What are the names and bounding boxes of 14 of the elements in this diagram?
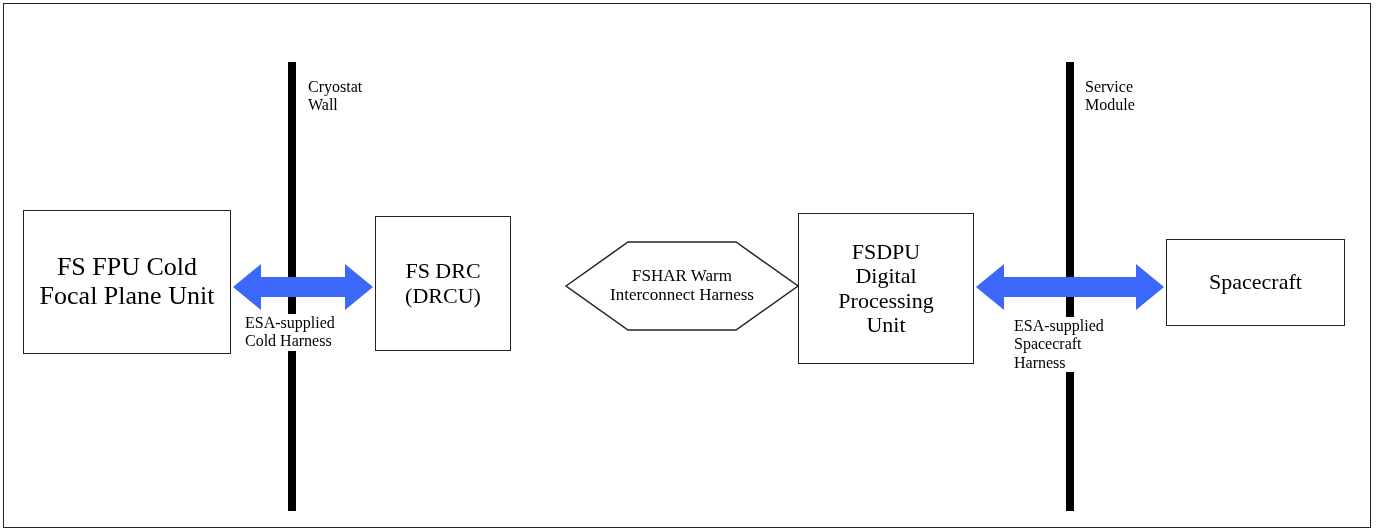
unit-box	[23, 210, 231, 354]
unit-label: FSDPU Digital Processing Unit	[837, 240, 935, 337]
unit-label: FSHAR Warm Interconnect Harness	[609, 267, 755, 305]
unit-label: FS FPU Cold Focal Plane Unit	[38, 253, 216, 311]
unit-box	[375, 216, 511, 351]
double-arrow	[976, 264, 1164, 310]
wall-label: Service Module	[1085, 78, 1136, 115]
unit-box	[1166, 239, 1345, 326]
double-arrow	[233, 264, 373, 310]
unit-box	[798, 213, 974, 364]
harness-hexagon	[566, 242, 798, 330]
wall-label: Cryostat Wall	[308, 78, 364, 115]
unit-label: Spacecraft	[1208, 270, 1303, 295]
unit-label: FS DRC (DRCU)	[404, 259, 482, 308]
